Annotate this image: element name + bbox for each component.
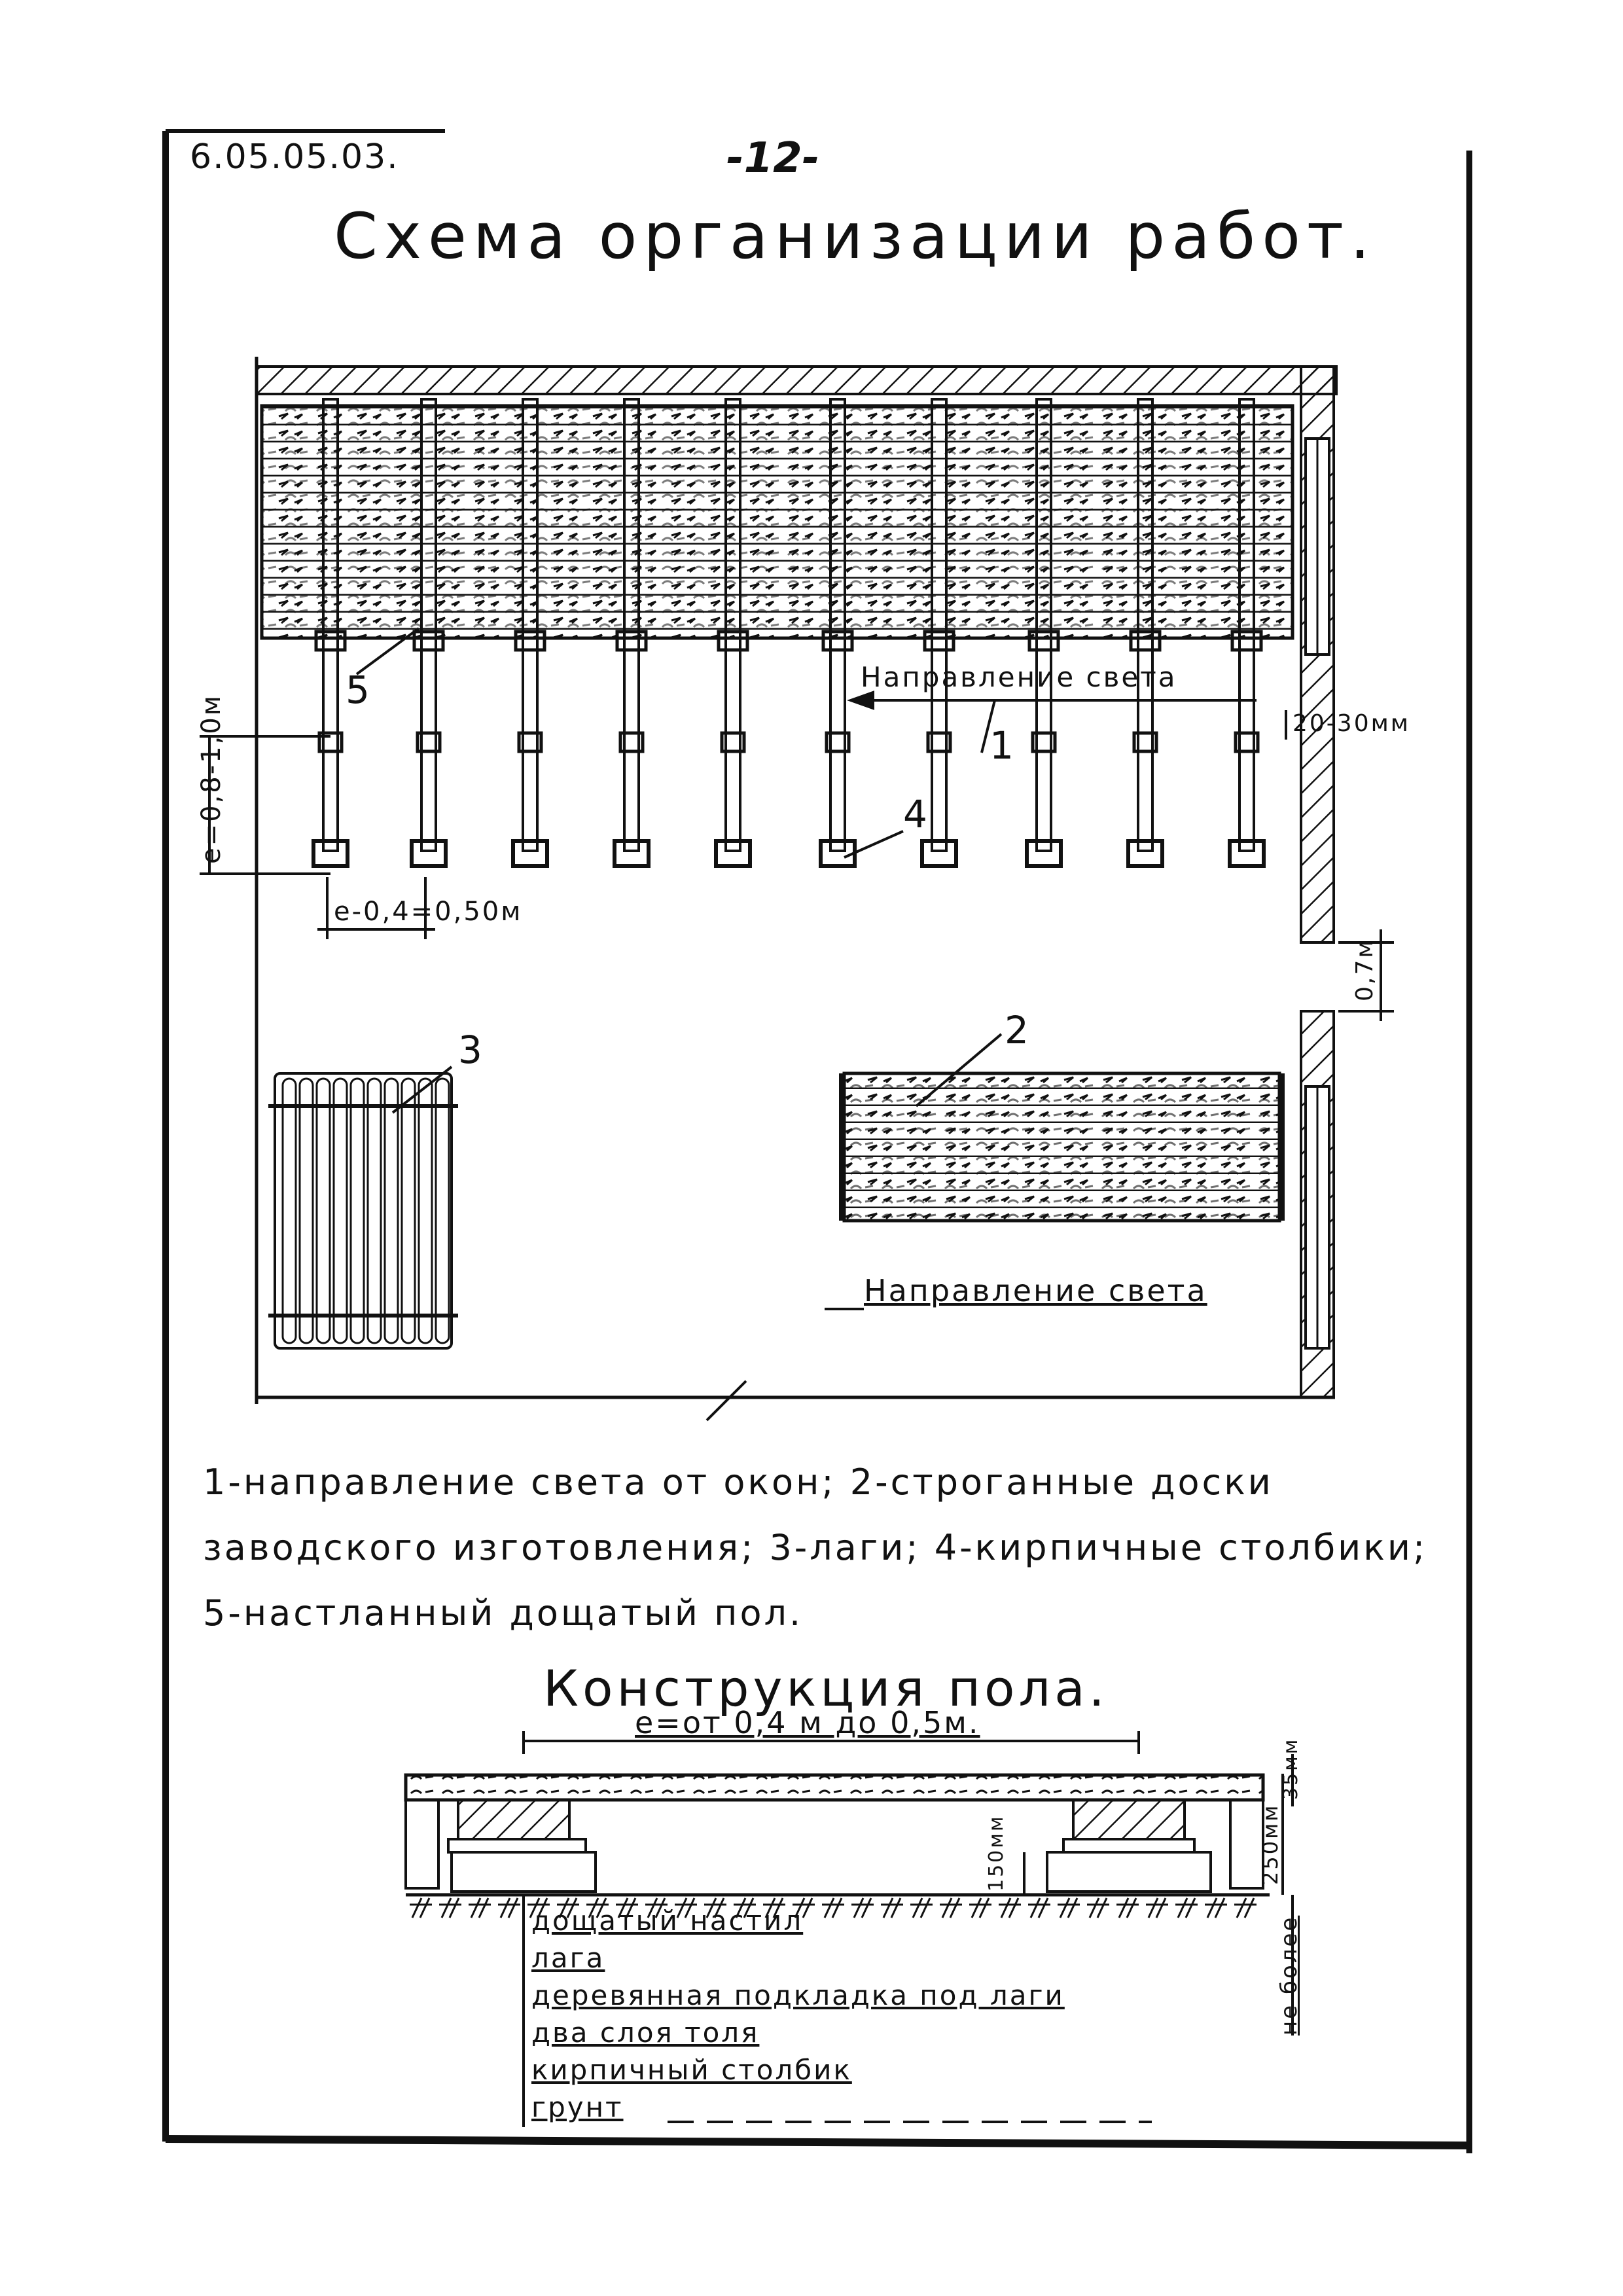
log-with-posts [613, 398, 651, 868]
plan-dimensions [200, 627, 1394, 1310]
page-title: Схема организации работ. [334, 200, 1377, 273]
layer-log: лага [531, 1942, 605, 1974]
floor-section [404, 1731, 1294, 2127]
log-with-posts [1025, 398, 1063, 868]
log-with-posts [714, 398, 752, 868]
log-stack [268, 1072, 458, 1350]
span-dimension: e=от 0,4 м до 0,5м. [635, 1705, 980, 1740]
post-spacing-dimension: e=0,8-1,0м [196, 694, 226, 864]
post-height-dimension: 150мм [985, 1814, 1008, 1892]
light-direction-label: Направление света [861, 661, 1177, 693]
log-spacing-dimension: e-0,4=0,50м [334, 897, 523, 927]
callout-5: 5 [346, 668, 370, 712]
floor-construction-title: Конструкция пола. [543, 1659, 1109, 1717]
section-height-dimension: 250мм [1258, 1803, 1283, 1885]
callout-4: 4 [903, 792, 927, 836]
layer-plank-deck: дощатый настил [531, 1905, 804, 1937]
layer-soil: грунт [531, 2091, 624, 2123]
log-with-posts [920, 398, 958, 868]
light-direction-label-bottom: Направление света [864, 1273, 1207, 1308]
log-with-posts [511, 398, 549, 868]
layer-wood-pad: деревянная подкладка под лаги [531, 1979, 1065, 2011]
layer-roofing-felt: два слоя толя [531, 2017, 760, 2049]
document-code: 6.05.05.03. [190, 137, 399, 177]
logs-on-posts [312, 398, 1266, 868]
log-with-posts [1126, 398, 1164, 868]
board-stack [839, 1071, 1285, 1223]
layer-list: дощатый настил лага деревянная подкладка… [531, 1905, 1065, 2128]
sheet-frame [162, 129, 1472, 2153]
laid-plank-floor [260, 404, 1294, 640]
door-dimension: 0,7м [1351, 938, 1378, 1001]
log-with-posts [410, 398, 448, 868]
log-with-posts [312, 398, 349, 868]
max-depth-dimension: не более [1276, 1915, 1302, 2036]
page-number: -12- [726, 134, 820, 183]
board-thickness-dimension: 35мм [1279, 1737, 1302, 1800]
log-with-posts [1228, 398, 1266, 868]
legend-text: 1-направление света от окон; 2-строганны… [203, 1462, 1428, 1634]
wall-gap-dimension: 20-30мм [1293, 710, 1410, 737]
callout-2: 2 [1005, 1008, 1029, 1052]
callout-1: 1 [990, 723, 1014, 768]
room-walls [255, 357, 1338, 1422]
layer-brick-post: кирпичный столбик [531, 2054, 852, 2086]
callout-3: 3 [458, 1028, 482, 1072]
